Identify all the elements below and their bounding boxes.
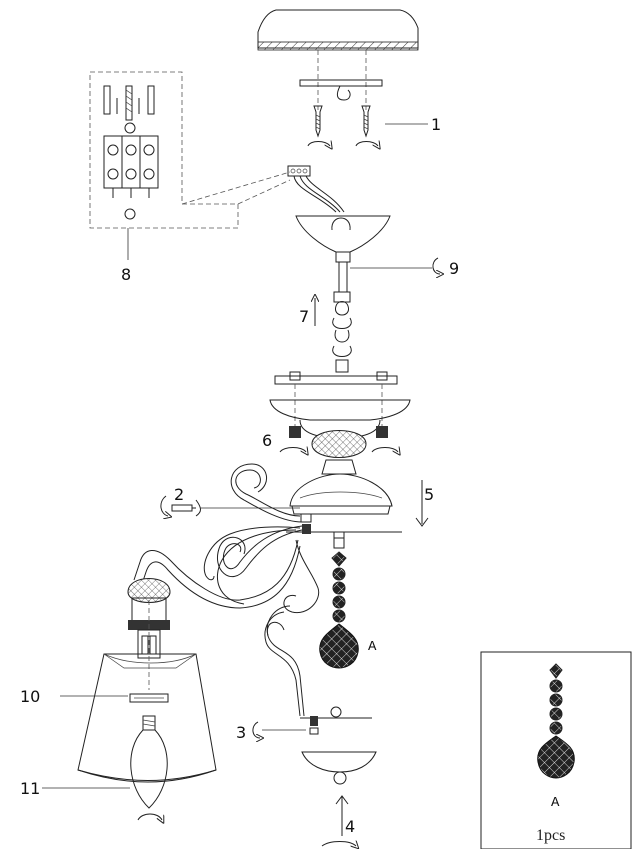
pendant-label: A	[368, 639, 377, 655]
inset-pendant-label: A	[551, 795, 560, 811]
socket-cup	[127, 578, 171, 690]
arm-screw	[160, 495, 300, 516]
candle-bulb	[42, 715, 168, 820]
pendant-inset	[480, 651, 632, 849]
arm-plate	[286, 513, 402, 539]
callout-5: 5	[424, 485, 434, 504]
chain	[315, 291, 352, 373]
callout-7: 7	[299, 307, 309, 326]
lamp-shade	[77, 653, 217, 783]
shade-ring	[60, 693, 169, 703]
ceiling	[257, 9, 419, 51]
callout-8: 8	[121, 265, 131, 284]
downrod-nut	[338, 257, 440, 293]
bottom-finial	[252, 706, 377, 846]
callout-2: 2	[174, 485, 184, 504]
terminal-block-detail	[89, 71, 291, 229]
callout-9: 9	[449, 259, 459, 278]
mounting-bracket	[299, 50, 383, 110]
callout-6: 6	[262, 431, 272, 450]
canopy	[295, 215, 391, 263]
center-knop	[311, 430, 367, 475]
wire-connector	[287, 165, 345, 213]
callout-1: 1	[431, 115, 441, 134]
crystal-pendant	[319, 537, 359, 669]
mounting-screws	[307, 105, 378, 146]
top-plate	[274, 371, 398, 426]
quantity-label: 1pcs	[536, 827, 565, 844]
main-bowl	[289, 473, 429, 527]
callout-11: 11	[20, 779, 40, 798]
scroll-arm	[133, 463, 320, 717]
callout-10: 10	[20, 687, 40, 706]
thumb-nuts	[279, 426, 398, 452]
callout-4: 4	[345, 817, 355, 836]
callout-3: 3	[236, 723, 246, 742]
